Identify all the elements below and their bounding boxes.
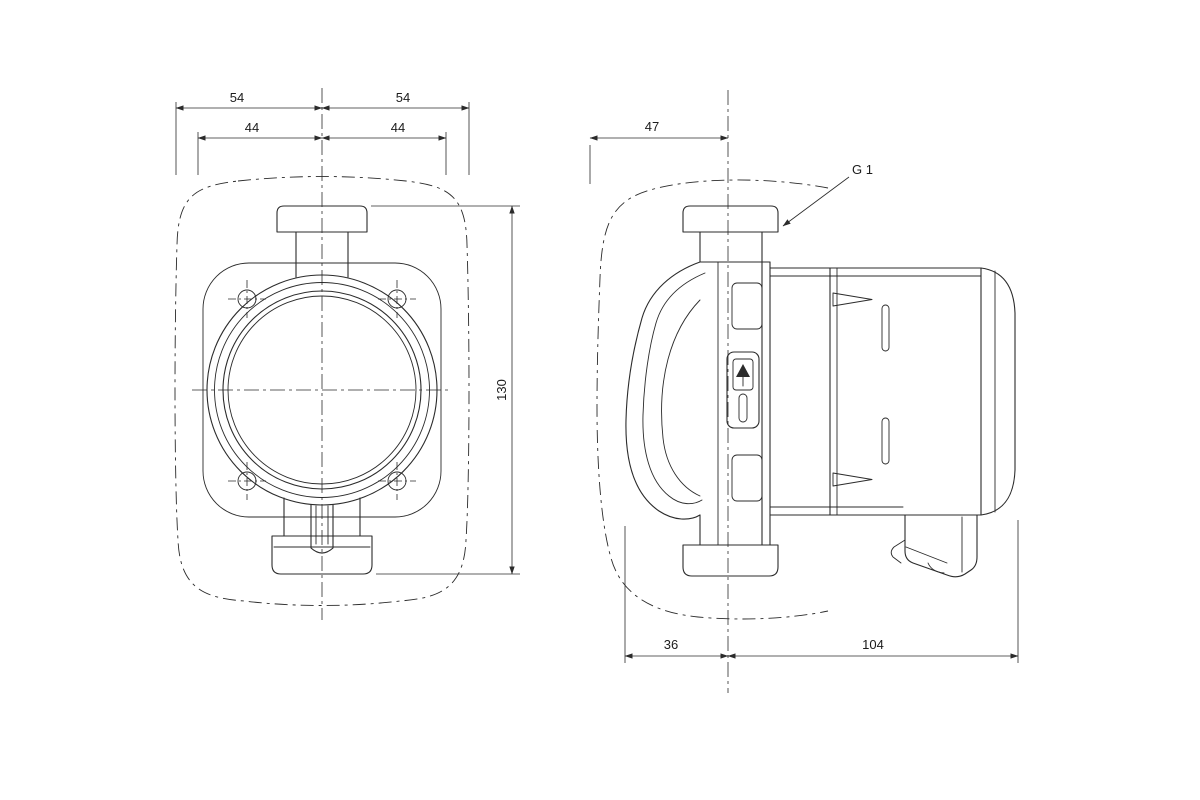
side-view: 47 G 1 36 104 bbox=[589, 90, 1019, 693]
dim-36-label: 36 bbox=[664, 637, 678, 652]
vent-plug-housing bbox=[726, 351, 760, 429]
dim-54-left-label: 54 bbox=[230, 90, 244, 105]
outer-flange-circle bbox=[206, 274, 438, 506]
front-dimensions: 54 54 44 44 130 bbox=[175, 90, 520, 575]
bottom-union-nut-side bbox=[682, 544, 779, 577]
front-body-phantom-outline bbox=[174, 176, 470, 606]
thread-size-label: G 1 bbox=[852, 162, 873, 177]
side-dimensions: 47 G 1 36 104 bbox=[589, 119, 1019, 663]
motor-vent-slot-top bbox=[881, 304, 890, 352]
clamp-screw-bottom bbox=[832, 472, 873, 487]
terminal-box-outline bbox=[904, 514, 978, 578]
dim-47-label: 47 bbox=[645, 119, 659, 134]
front-bolt-holes bbox=[228, 280, 416, 500]
dim-54-right-label: 54 bbox=[396, 90, 410, 105]
flange-plate-outline bbox=[202, 262, 442, 518]
flow-direction-arrow-icon bbox=[736, 364, 750, 377]
dim-104-label: 104 bbox=[862, 637, 884, 652]
top-union-nut bbox=[276, 205, 368, 233]
flow-arrow-plate bbox=[732, 358, 754, 391]
volute-inner-profile bbox=[642, 272, 706, 505]
terminal-box bbox=[890, 514, 978, 578]
clamp-lug-top bbox=[731, 282, 763, 330]
clamp-lug-bottom bbox=[731, 454, 763, 502]
cable-clip bbox=[890, 539, 906, 564]
bottom-port-fork bbox=[310, 504, 334, 554]
front-flange bbox=[202, 262, 442, 518]
dim-130-label: 130 bbox=[494, 379, 509, 401]
side-motor bbox=[769, 267, 1016, 516]
side-flange-band bbox=[726, 261, 771, 546]
front-centerlines bbox=[192, 88, 452, 620]
bottom-union-nut bbox=[271, 535, 373, 575]
side-top-port bbox=[682, 205, 779, 263]
pump-face-circle bbox=[222, 290, 422, 490]
side-volute bbox=[625, 261, 779, 577]
top-union-nut-side bbox=[682, 205, 779, 233]
cable-guide bbox=[927, 562, 945, 574]
front-top-port bbox=[276, 205, 368, 278]
volute-outer-profile bbox=[625, 261, 701, 520]
thread-leader-line bbox=[782, 176, 850, 227]
dim-44-right-label: 44 bbox=[391, 120, 405, 135]
clamp-screw-top bbox=[832, 292, 873, 307]
motor-vent-slot-bottom bbox=[881, 417, 890, 465]
dim-44-left-label: 44 bbox=[245, 120, 259, 135]
front-bottom-port bbox=[271, 497, 373, 575]
vent-slot bbox=[738, 393, 748, 423]
side-body-phantom-outline bbox=[596, 179, 829, 620]
flange-recess-circle bbox=[214, 282, 430, 498]
front-view: 54 54 44 44 130 bbox=[174, 88, 520, 620]
motor-end-cap bbox=[980, 267, 1016, 516]
volute-channel bbox=[661, 299, 701, 497]
pump-face-inner-circle bbox=[227, 295, 417, 485]
